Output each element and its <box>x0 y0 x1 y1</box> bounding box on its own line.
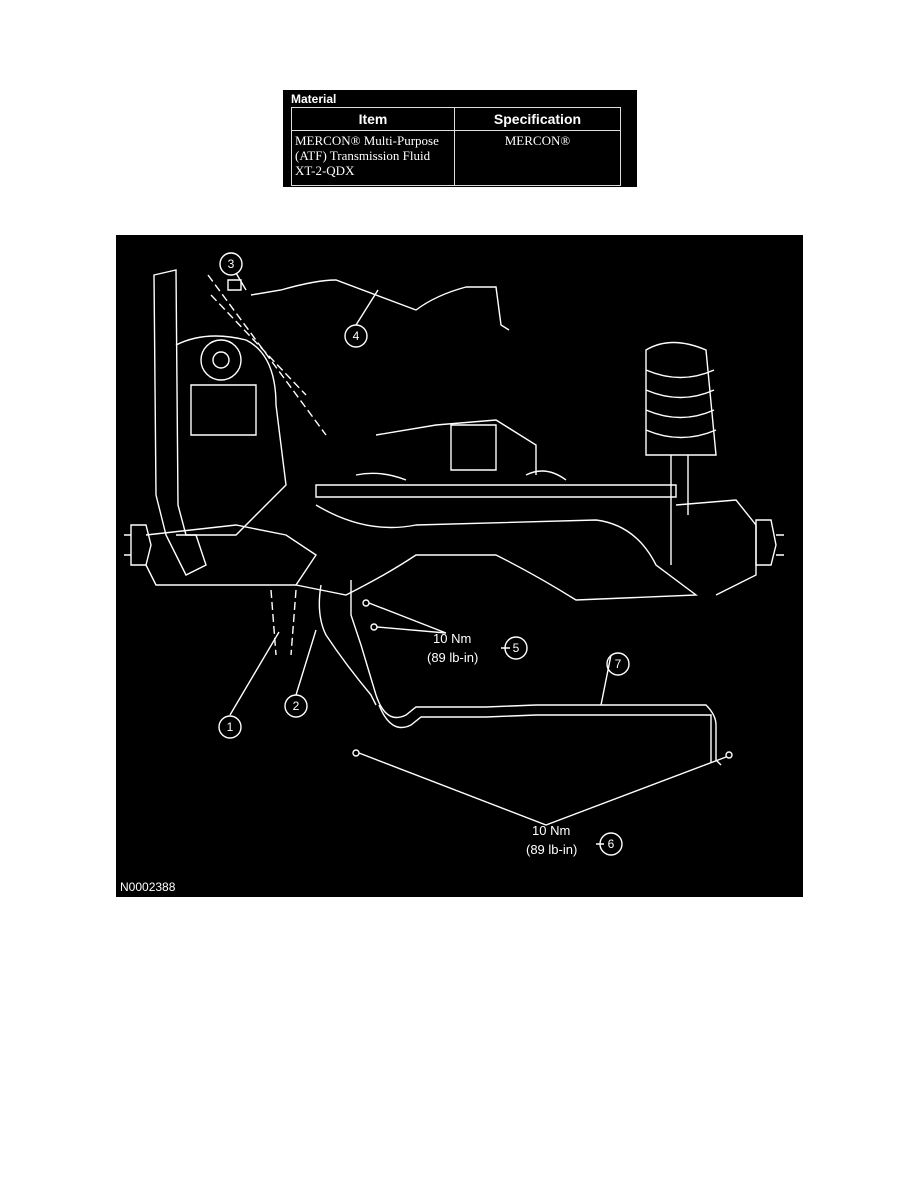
diagram-line <box>344 324 368 348</box>
suspension-diagram: 1 2 3 4 5 6 7 10 Nm (89 lb-in) 10 Nm (89… <box>116 235 803 897</box>
diagram-line <box>504 636 528 660</box>
header-item: Item <box>291 107 455 131</box>
torque-5-value: 10 Nm <box>433 631 471 646</box>
diagram-line <box>368 602 447 634</box>
diagram-line <box>284 694 308 718</box>
crossmember <box>295 504 698 601</box>
diagram-line <box>212 351 230 369</box>
diagram-line <box>219 252 243 276</box>
lower-cooler-tube-2 <box>318 584 377 706</box>
right-strut-spring <box>645 341 717 456</box>
figure-id: N0002388 <box>120 880 176 894</box>
header-specification: Specification <box>454 107 621 131</box>
diagram-line: 4 <box>353 329 360 343</box>
diagram-line <box>190 384 257 436</box>
callout-3: 3 <box>219 252 243 276</box>
diagram-line: 5 <box>513 641 520 655</box>
torque-6-value: 10 Nm <box>532 823 570 838</box>
callout-4: 4 <box>344 324 368 348</box>
diagram-drawing: 1 2 3 4 5 6 7 10 Nm (89 lb-in) 10 Nm (89… <box>120 252 784 894</box>
diagram-line <box>270 589 297 656</box>
nut-icon <box>370 623 378 631</box>
torque-5-alt: (89 lb-in) <box>427 650 478 665</box>
diagram-line <box>227 279 242 291</box>
diagram-line: 7 <box>615 657 622 671</box>
diagram-line <box>375 419 537 475</box>
cell-spec: MERCON® <box>454 130 621 186</box>
nut-icon <box>725 751 733 759</box>
left-strut-mount <box>200 339 242 381</box>
callout-5: 5 <box>504 636 528 660</box>
diagram-line <box>145 524 317 586</box>
diagram-line: 2 <box>293 699 300 713</box>
diagram-line <box>599 832 623 856</box>
table-header-row: Item Specification <box>291 107 621 131</box>
material-table: Item Specification MERCON® Multi-Purpose… <box>291 107 621 186</box>
upper-cooler-tube <box>250 279 510 331</box>
steering-rack <box>315 484 677 498</box>
cooler-tube-7 <box>375 694 722 766</box>
diagram-line <box>450 424 497 471</box>
callout-7: 7 <box>606 652 630 676</box>
right-hub <box>755 519 784 566</box>
diagram-line: 1 <box>227 720 234 734</box>
callout-6: 6 <box>599 832 623 856</box>
left-hub <box>124 524 152 566</box>
nut-icon <box>362 599 370 607</box>
diagram-line <box>645 369 717 439</box>
callout-2: 2 <box>284 694 308 718</box>
diagram-line: 3 <box>228 257 235 271</box>
diagram-line <box>207 274 327 436</box>
table-row: MERCON® Multi-Purpose (ATF) Transmission… <box>291 130 621 186</box>
callout-1: 1 <box>218 715 242 739</box>
left-strut-tower <box>175 335 287 536</box>
material-title: Material <box>291 92 337 106</box>
diagram-line <box>229 272 612 845</box>
diagram-line <box>670 455 689 565</box>
diagram-line <box>355 470 567 481</box>
torque-6-alt: (89 lb-in) <box>526 842 577 857</box>
left-frame-rail <box>153 269 207 576</box>
cell-item: MERCON® Multi-Purpose (ATF) Transmission… <box>291 130 455 186</box>
diagram-line <box>606 652 630 676</box>
material-table-box: Material Item Specification MERCON® Mult… <box>283 90 637 187</box>
diagram-line <box>378 704 712 762</box>
diagram-line <box>350 580 377 696</box>
diagram-line <box>358 752 727 826</box>
nut-icon <box>352 749 360 757</box>
diagram-line: 6 <box>608 837 615 851</box>
diagram-line <box>218 715 242 739</box>
